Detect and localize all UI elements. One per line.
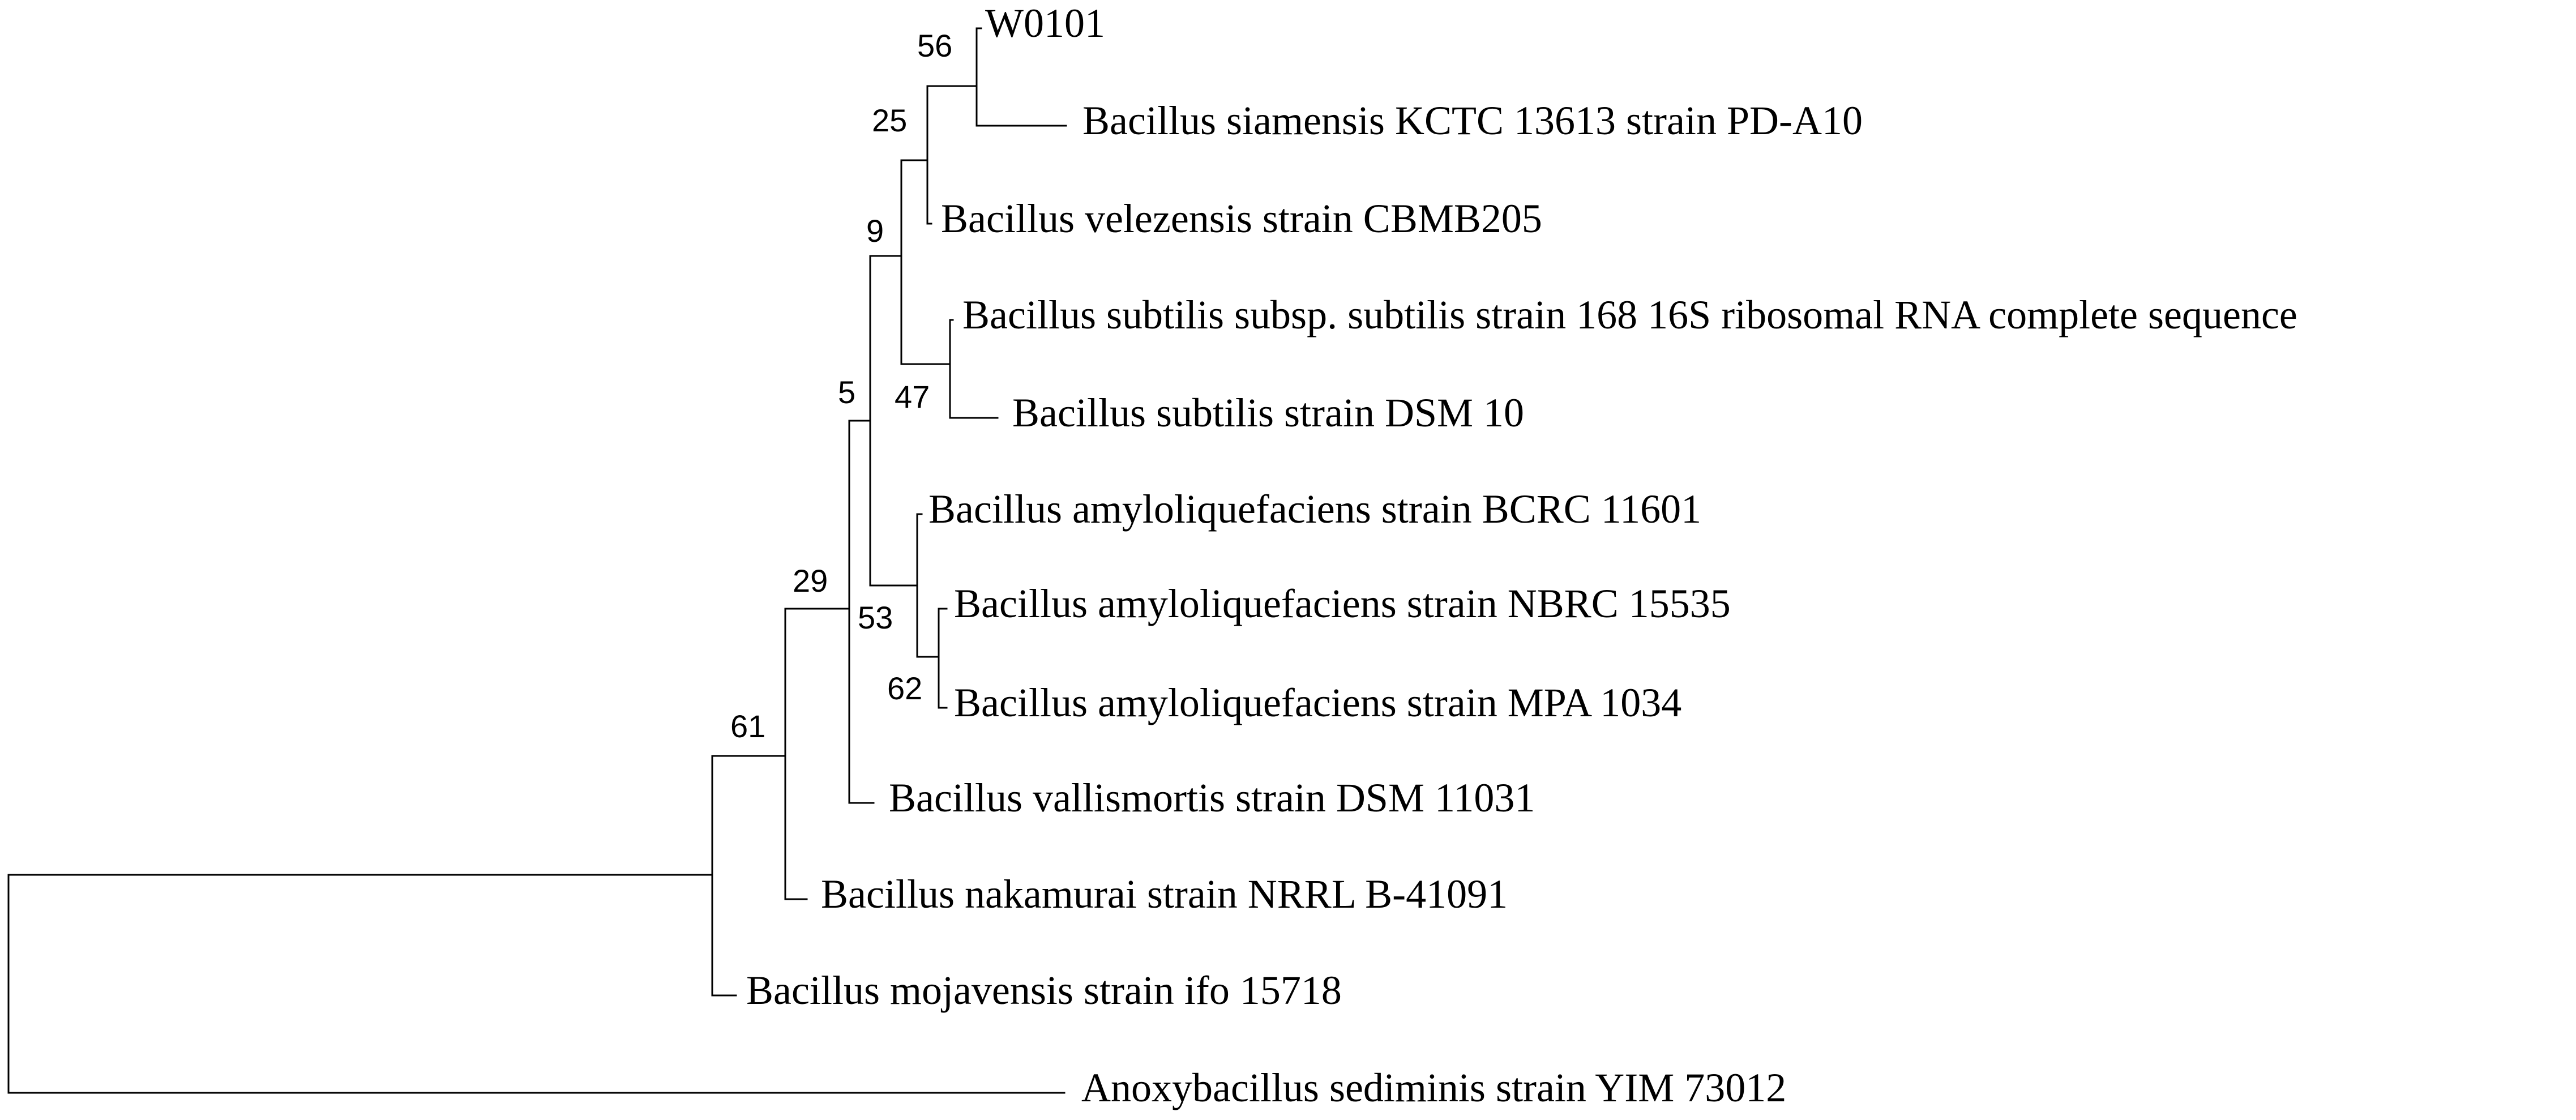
taxon-velezensis: Bacillus velezensis strain CBMB205 bbox=[941, 196, 1542, 241]
bootstrap-53: 53 bbox=[858, 600, 893, 635]
taxon-w0101: W0101 bbox=[985, 1, 1105, 46]
bootstrap-9: 9 bbox=[866, 213, 884, 249]
taxon-amylo-bcrc: Bacillus amyloliquefaciens strain BCRC 1… bbox=[928, 486, 1701, 532]
taxon-subtilis-168: Bacillus subtilis subsp. subtilis strain… bbox=[962, 292, 2297, 337]
taxon-anoxybacillus: Anoxybacillus sediminis strain YIM 73012 bbox=[1081, 1065, 1786, 1110]
tree-branches bbox=[7, 27, 1067, 1094]
taxon-amylo-nbrc: Bacillus amyloliquefaciens strain NBRC 1… bbox=[954, 581, 1731, 626]
bootstrap-47: 47 bbox=[895, 379, 930, 414]
bootstrap-61: 61 bbox=[730, 708, 765, 744]
taxon-siamensis: Bacillus siamensis KCTC 13613 strain PD-… bbox=[1082, 98, 1863, 143]
bootstrap-25: 25 bbox=[872, 102, 907, 138]
taxon-labels: W0101 Bacillus siamensis KCTC 13613 stra… bbox=[746, 1, 2297, 1110]
bootstrap-29: 29 bbox=[793, 563, 828, 599]
taxon-subtilis-dsm10: Bacillus subtilis strain DSM 10 bbox=[1012, 390, 1524, 435]
taxon-mojavensis: Bacillus mojavensis strain ifo 15718 bbox=[746, 968, 1342, 1013]
taxon-amylo-mpa: Bacillus amyloliquefaciens strain MPA 10… bbox=[954, 680, 1681, 725]
bootstrap-56: 56 bbox=[917, 28, 952, 63]
bootstrap-values: 56 25 9 47 5 53 62 29 61 bbox=[730, 28, 952, 744]
bootstrap-62: 62 bbox=[887, 670, 922, 706]
bootstrap-5: 5 bbox=[838, 374, 855, 410]
taxon-nakamurai: Bacillus nakamurai strain NRRL B-41091 bbox=[821, 871, 1508, 917]
taxon-vallismortis: Bacillus vallismortis strain DSM 11031 bbox=[889, 775, 1535, 820]
